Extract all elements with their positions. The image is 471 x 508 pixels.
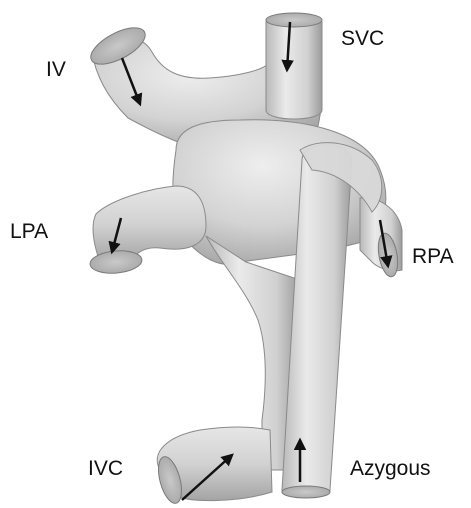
- lpa-branch: [93, 186, 206, 262]
- label-rpa: RPA: [412, 245, 454, 268]
- svc-branch: [266, 16, 322, 119]
- label-lpa: LPA: [10, 220, 48, 243]
- label-iv: IV: [46, 58, 66, 81]
- svc-cap: [266, 13, 322, 27]
- azygous-cap: [282, 486, 330, 498]
- central-junction: [173, 120, 386, 265]
- label-azygous: Azygous: [350, 457, 431, 480]
- label-svc: SVC: [341, 27, 384, 50]
- label-ivc: IVC: [88, 457, 123, 480]
